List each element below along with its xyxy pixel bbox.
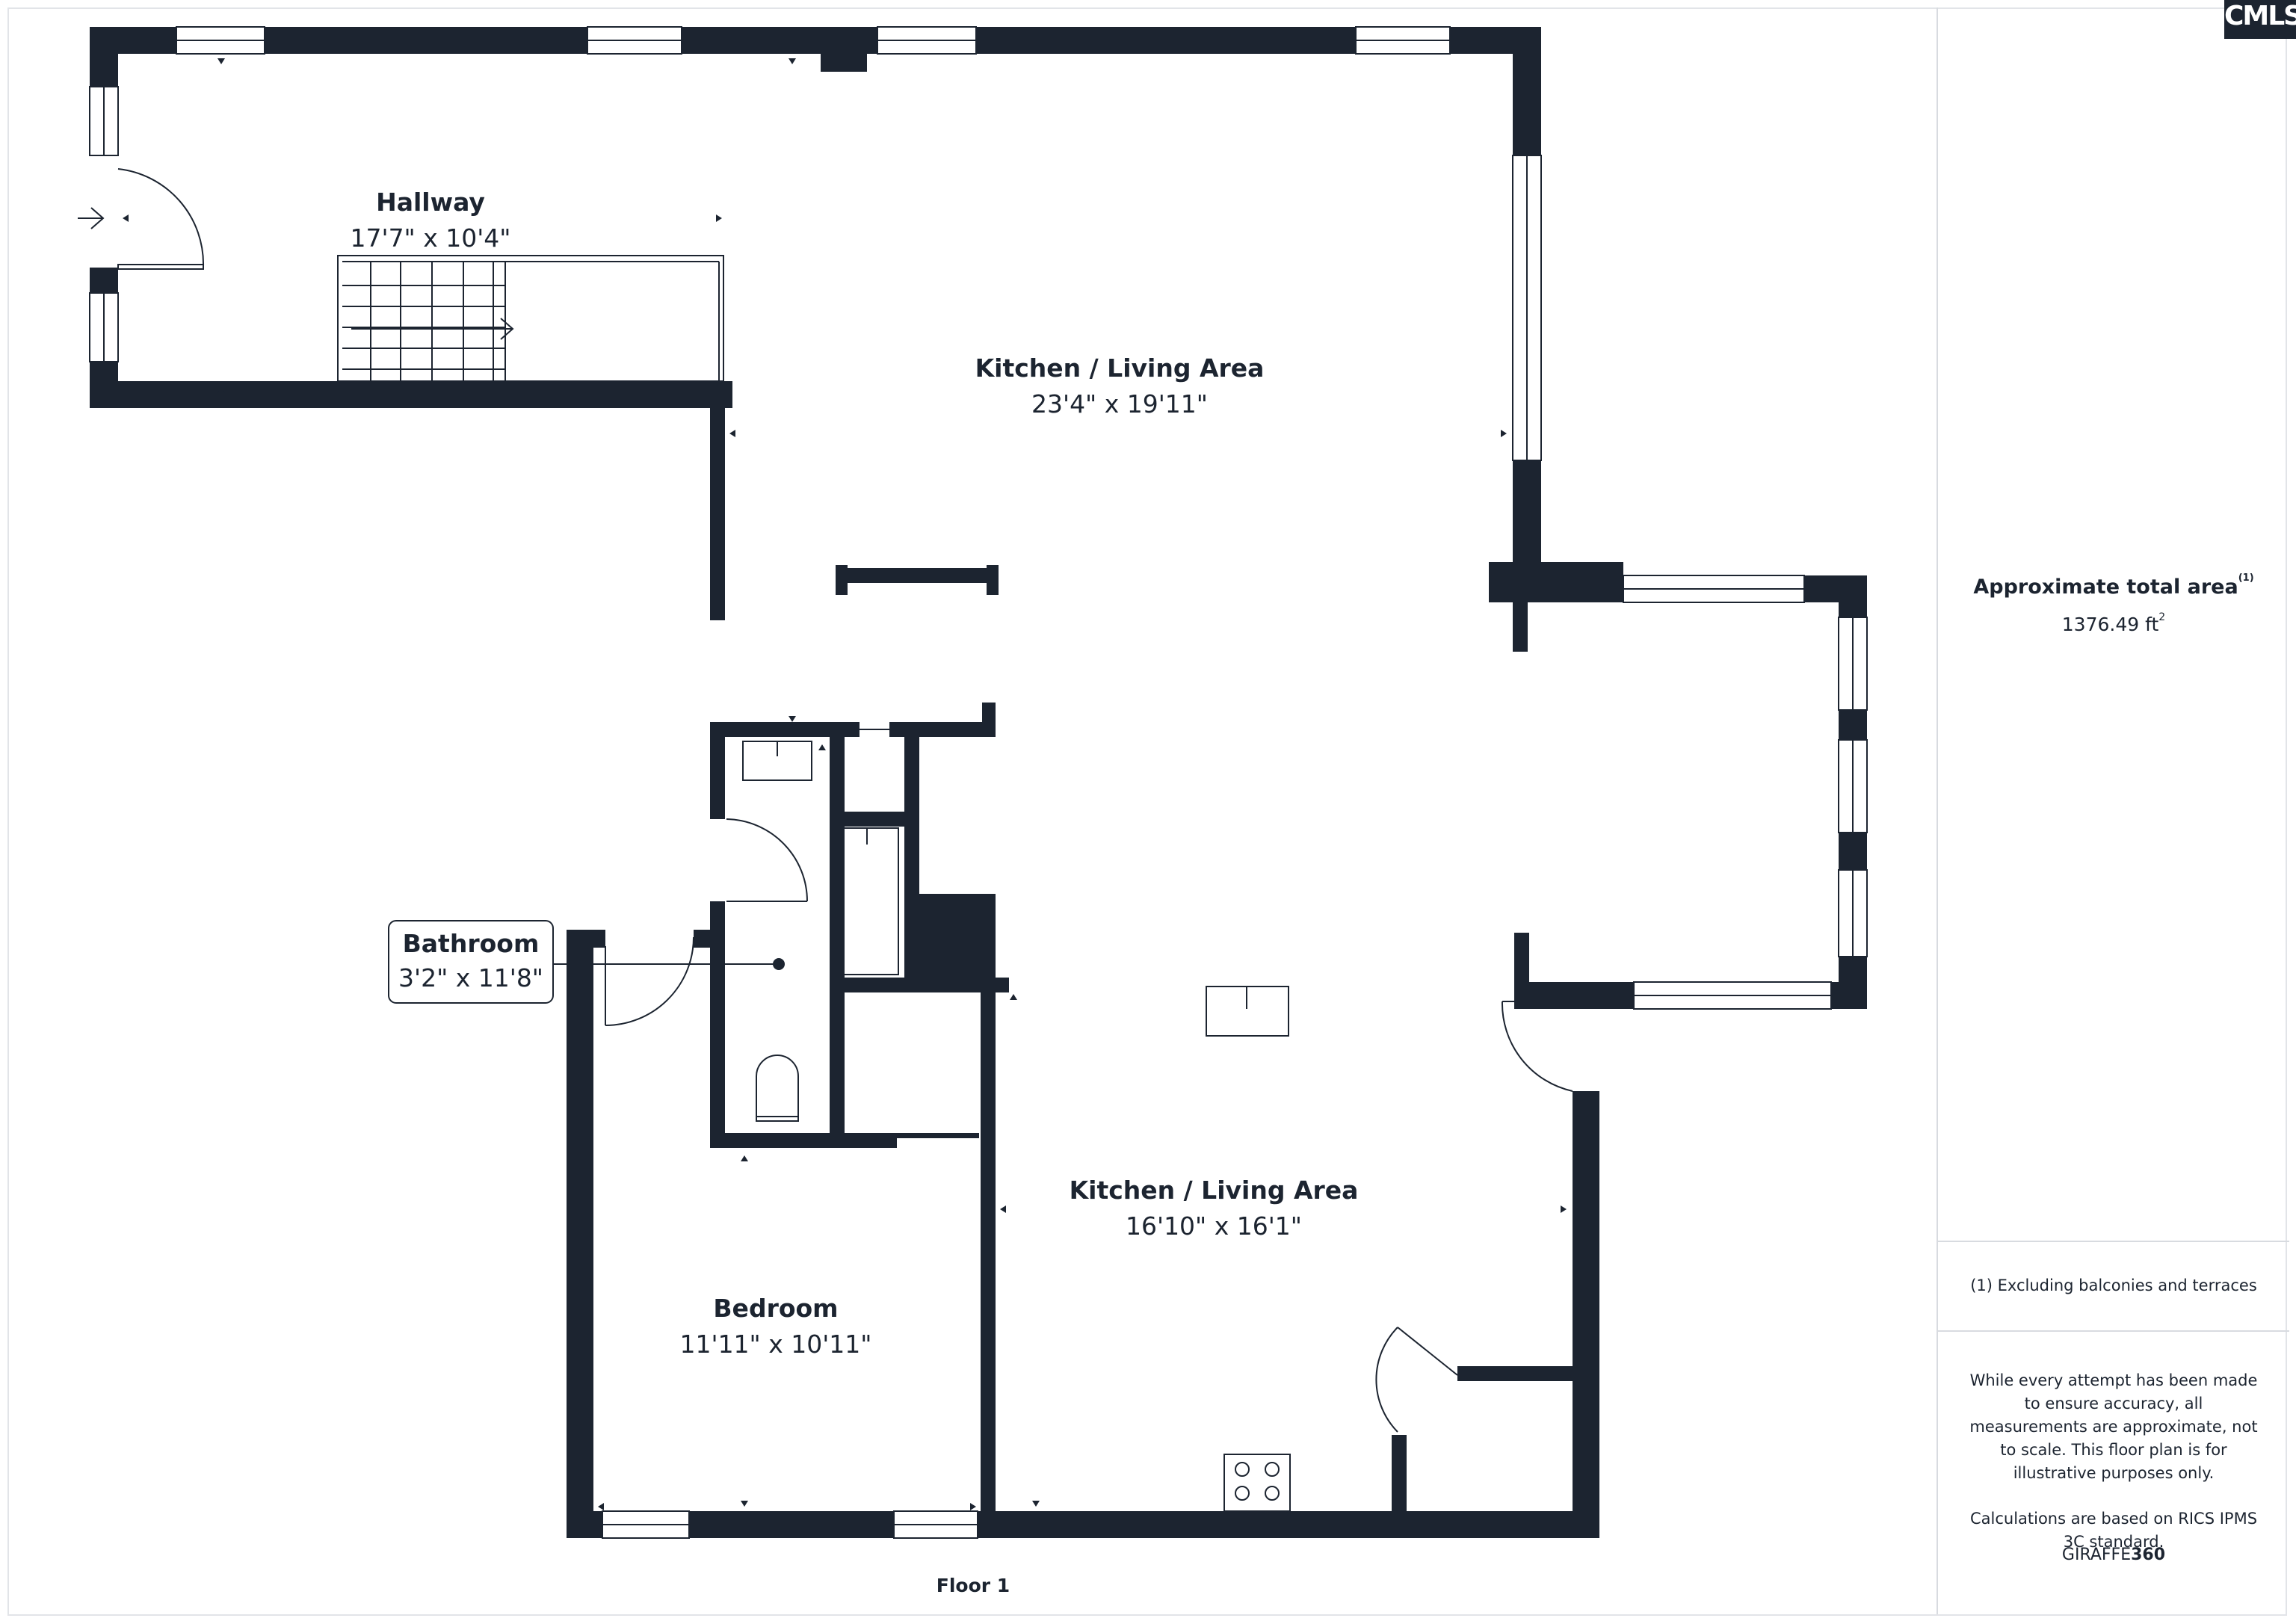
room-dims-bathroom: 3'2" x 11'8" bbox=[398, 963, 543, 992]
wall bbox=[1513, 562, 1528, 652]
wall bbox=[710, 901, 725, 1148]
wall bbox=[710, 722, 725, 819]
wall bbox=[987, 565, 999, 595]
hob bbox=[1223, 1454, 1291, 1512]
doors bbox=[117, 168, 1581, 1433]
wall bbox=[710, 722, 860, 737]
room-name-hallway: Hallway bbox=[376, 188, 485, 217]
wall bbox=[1457, 1366, 1584, 1381]
wall bbox=[710, 1133, 897, 1148]
wall bbox=[567, 930, 605, 948]
brand-prefix: GIRAFFE bbox=[2061, 1546, 2132, 1564]
door-leaf bbox=[117, 264, 204, 270]
floor-plan: Hallway 17'7" x 10'4" Kitchen / Living A… bbox=[78, 26, 1868, 1596]
door-swing bbox=[1375, 1327, 1398, 1433]
cmls-logo: CMLS bbox=[2224, 0, 2296, 39]
wall bbox=[821, 45, 867, 72]
footnote: (1) Excluding balconies and terraces bbox=[1970, 1276, 2257, 1294]
room-name-kitchen-upper: Kitchen / Living Area bbox=[975, 353, 1265, 383]
windows bbox=[89, 26, 1868, 1539]
wall bbox=[982, 703, 996, 737]
wall bbox=[1573, 1091, 1599, 1538]
wall bbox=[1839, 710, 1867, 740]
area-title: Approximate total area(1) bbox=[1938, 572, 2289, 599]
room-name-bedroom: Bedroom bbox=[713, 1294, 838, 1323]
room-name-kitchen-lower: Kitchen / Living Area bbox=[1070, 1176, 1359, 1205]
divider bbox=[1938, 1330, 2289, 1332]
door-swing bbox=[605, 936, 694, 1026]
area-value-text: 1376.49 ft bbox=[2061, 614, 2159, 635]
wall bbox=[981, 978, 996, 1538]
room-dims-bedroom: 11'11" x 10'11" bbox=[680, 1330, 872, 1359]
sidebar: Approximate total area(1) 1376.49 ft2 (1… bbox=[1937, 7, 2289, 1614]
area-footnote-mark: (1) bbox=[2238, 572, 2254, 584]
wall bbox=[567, 930, 593, 1538]
room-labels: Hallway 17'7" x 10'4" Kitchen / Living A… bbox=[351, 188, 1359, 1596]
room-dims-hallway: 17'7" x 10'4" bbox=[351, 223, 511, 253]
wall bbox=[836, 568, 999, 583]
fixtures bbox=[553, 741, 1291, 1512]
wall bbox=[1839, 833, 1867, 870]
wall bbox=[1540, 575, 1629, 602]
stair-landing bbox=[337, 255, 724, 382]
wall bbox=[710, 381, 725, 620]
walls bbox=[90, 27, 1867, 1538]
room-dims-kitchen-lower: 16'10" x 16'1" bbox=[1126, 1211, 1302, 1241]
room-name-bathroom: Bathroom bbox=[403, 929, 540, 958]
area-block: Approximate total area(1) 1376.49 ft2 bbox=[1938, 572, 2289, 635]
wall bbox=[694, 930, 725, 948]
calculations-text: Calculations are based on RICS IPMS 3C s… bbox=[1969, 1510, 2258, 1551]
door-swing bbox=[117, 168, 205, 267]
wall bbox=[1514, 982, 1634, 1009]
wall bbox=[1514, 933, 1529, 992]
bathtub bbox=[830, 827, 899, 975]
wall bbox=[904, 722, 919, 978]
divider bbox=[1938, 1241, 2289, 1242]
door-leaf bbox=[1397, 1327, 1458, 1376]
stairs bbox=[337, 255, 724, 382]
brand-suffix: 360 bbox=[2131, 1546, 2166, 1564]
wall bbox=[90, 381, 732, 408]
door-swing bbox=[726, 818, 808, 902]
area-title-text: Approximate total area bbox=[1973, 575, 2238, 599]
wall bbox=[1513, 27, 1541, 155]
area-unit-sup: 2 bbox=[2158, 611, 2166, 623]
disclaimer-text: While every attempt has been made to ens… bbox=[1969, 1371, 2258, 1482]
wall bbox=[919, 894, 996, 978]
brand: GIRAFFE360 bbox=[1938, 1546, 2289, 1564]
wall bbox=[830, 978, 1009, 992]
wall bbox=[836, 565, 848, 595]
area-value: 1376.49 ft2 bbox=[1938, 611, 2289, 635]
door-swing bbox=[1501, 1001, 1573, 1092]
room-dims-kitchen-upper: 23'4" x 19'11" bbox=[1031, 389, 1208, 419]
wall bbox=[1839, 575, 1867, 617]
wall bbox=[90, 27, 1541, 54]
entry-arrow bbox=[78, 207, 105, 229]
toilet bbox=[756, 1055, 799, 1122]
wall bbox=[897, 1133, 979, 1137]
wall bbox=[845, 812, 904, 827]
measure-ticks bbox=[123, 58, 1567, 1510]
disclaimer: While every attempt has been made to ens… bbox=[1938, 1369, 2289, 1554]
bathroom-label-box bbox=[388, 920, 554, 1004]
wall bbox=[567, 1511, 1599, 1538]
drain-dot bbox=[773, 958, 785, 970]
floor-label: Floor 1 bbox=[936, 1575, 1010, 1596]
wall bbox=[1831, 982, 1867, 1009]
